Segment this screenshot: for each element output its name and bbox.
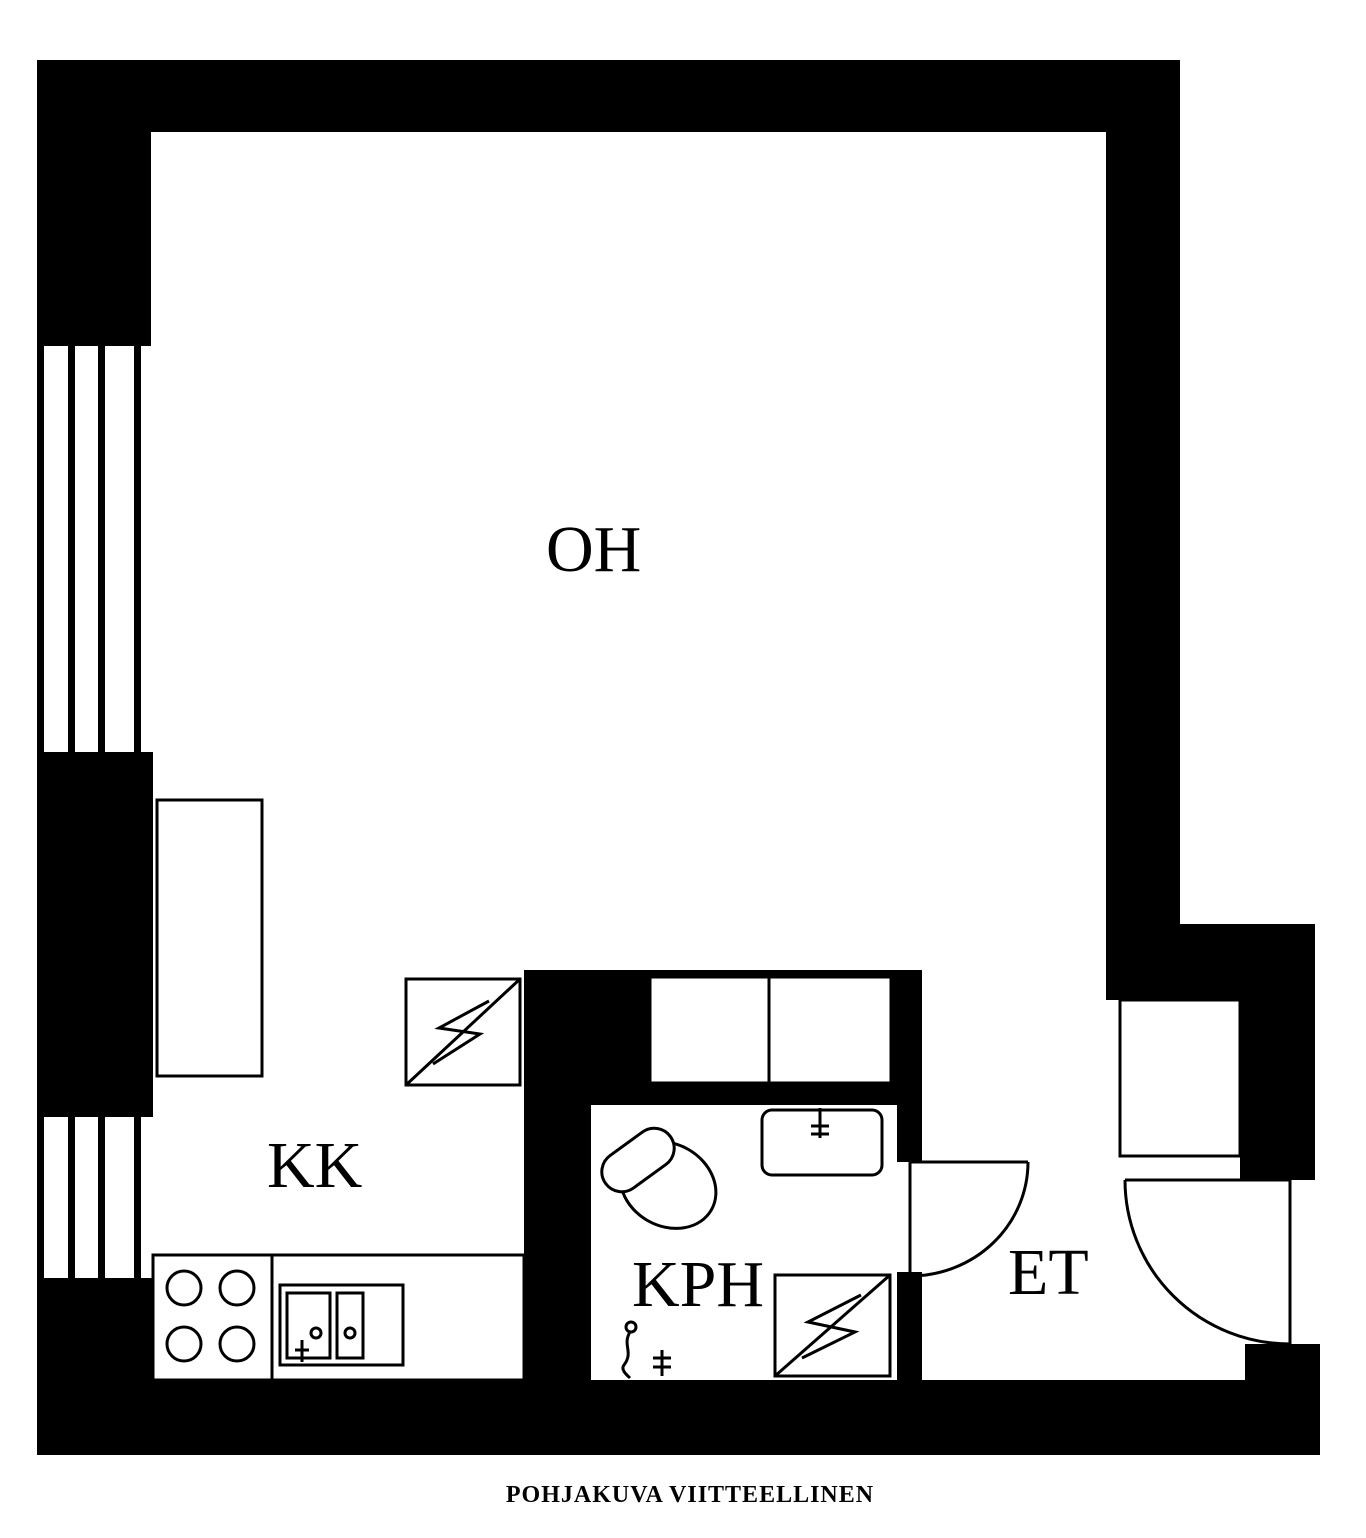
kitchen-sink-icon	[278, 1283, 405, 1367]
wardrobe-closets	[648, 975, 893, 1085]
wall-bottom	[37, 1380, 1320, 1455]
room-label-kitchen: KK	[267, 1129, 362, 1202]
window-upper	[37, 346, 141, 752]
wall-top	[37, 60, 1180, 132]
wall-core-left	[524, 970, 591, 1380]
window-lower	[37, 1117, 141, 1278]
toilet-icon	[600, 1126, 718, 1230]
entry-closet	[1118, 998, 1242, 1158]
shower-icon	[621, 1320, 671, 1380]
washing-machine-icon	[773, 1273, 892, 1378]
plan-caption: POHJAKUVA VIITTEELLINEN	[506, 1482, 874, 1508]
room-label-bathroom: KPH	[632, 1248, 764, 1321]
wall-core-right-lower	[897, 1272, 922, 1380]
kitchen-cabinet-tall	[155, 798, 264, 1078]
stove-icon	[165, 1269, 256, 1363]
kitchen-fridge-icon	[404, 977, 522, 1087]
wall-right-lower	[1245, 1344, 1320, 1455]
wall-left-upper	[37, 60, 151, 346]
wall-core-right-upper	[897, 970, 922, 1162]
entry-door	[1123, 1178, 1315, 1346]
bathroom-sink-icon	[760, 1108, 884, 1177]
room-label-living: OH	[546, 513, 641, 586]
bathroom-door	[897, 1160, 1030, 1278]
room-label-entry: ET	[1008, 1236, 1089, 1309]
wall-left-pier	[37, 752, 153, 1117]
wall-right-mid	[1240, 924, 1315, 1180]
wall-right-upper	[1106, 60, 1180, 1000]
